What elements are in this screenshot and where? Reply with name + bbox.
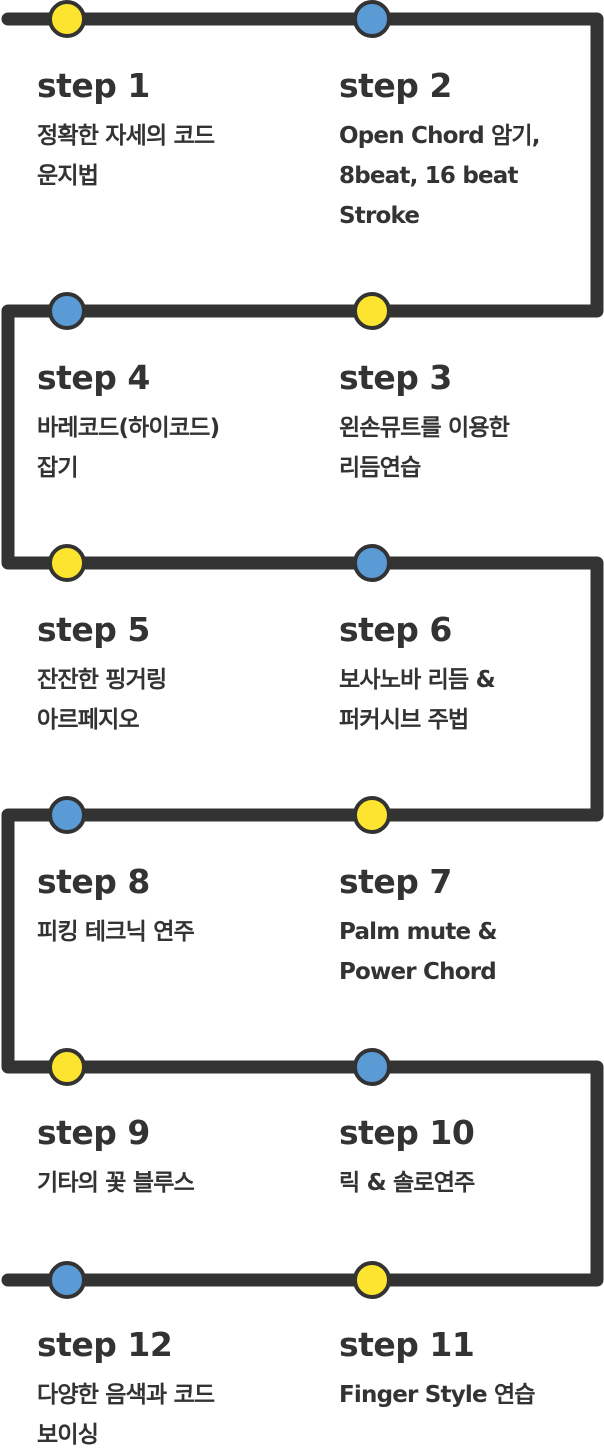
- step-title: step 11: [339, 1325, 475, 1364]
- step-card-6: step 6 보사노바 리듬 & 퍼커시브 주법: [339, 610, 599, 740]
- milestone-dot-6: [353, 544, 391, 582]
- milestone-dot-2: [353, 0, 391, 38]
- step-description: 바레코드(하이코드) 잡기: [37, 415, 220, 481]
- step-title: step 10: [339, 1113, 475, 1152]
- step-title: step 9: [37, 1113, 150, 1152]
- step-description: 정확한 자세의 코드 운지법: [37, 123, 215, 189]
- step-title: step 6: [339, 610, 452, 649]
- roadmap-line: [1, 12, 604, 1287]
- step-title: step 7: [339, 862, 452, 901]
- step-description: 왼손뮤트를 이용한 리듬연습: [339, 415, 510, 481]
- step-description: Palm mute & Power Chord: [339, 919, 498, 985]
- step-card-7: step 7 Palm mute & Power Chord: [339, 862, 599, 992]
- milestone-dot-5: [48, 544, 86, 582]
- step-description: 피킹 테크닉 연주: [37, 919, 195, 945]
- step-card-10: step 10 릭 & 솔로연주: [339, 1113, 599, 1203]
- step-title: step 5: [37, 610, 150, 649]
- step-description: 릭 & 솔로연주: [339, 1170, 475, 1196]
- step-title: step 8: [37, 862, 150, 901]
- step-title: step 4: [37, 358, 150, 397]
- step-card-5: step 5 잔잔한 핑거링 아르페지오: [37, 610, 297, 740]
- step-card-3: step 3 왼손뮤트를 이용한 리듬연습: [339, 358, 599, 488]
- milestone-dot-12: [353, 1261, 391, 1299]
- milestone-dot-8: [353, 796, 391, 834]
- step-description: 잔잔한 핑거링 아르페지오: [37, 667, 167, 733]
- step-card-8: step 8 피킹 테크닉 연주: [37, 862, 297, 952]
- milestone-dot-7: [48, 796, 86, 834]
- step-card-2: step 2 Open Chord 암기, 8beat, 16 beat Str…: [339, 66, 599, 236]
- step-card-11: step 11 Finger Style 연습: [339, 1325, 599, 1415]
- step-card-1: step 1 정확한 자세의 코드 운지법: [37, 66, 297, 196]
- step-title: step 12: [37, 1325, 173, 1364]
- milestone-dot-3: [48, 292, 86, 330]
- step-title: step 3: [339, 358, 452, 397]
- step-card-4: step 4 바레코드(하이코드) 잡기: [37, 358, 297, 488]
- step-description: Finger Style 연습: [339, 1382, 536, 1408]
- step-card-12: step 12 다양한 음색과 코드 보이싱: [37, 1325, 297, 1455]
- step-description: 다양한 음색과 코드 보이싱: [37, 1382, 215, 1448]
- milestone-dot-9: [48, 1048, 86, 1086]
- milestone-dot-1: [48, 0, 86, 38]
- milestone-dot-10: [353, 1048, 391, 1086]
- milestone-dot-4: [353, 292, 391, 330]
- step-description: 보사노바 리듬 & 퍼커시브 주법: [339, 667, 496, 733]
- step-card-9: step 9 기타의 꽃 블루스: [37, 1113, 297, 1203]
- step-title: step 1: [37, 66, 150, 105]
- step-title: step 2: [339, 66, 452, 105]
- step-description: 기타의 꽃 블루스: [37, 1170, 195, 1196]
- milestone-dot-11: [48, 1261, 86, 1299]
- step-description: Open Chord 암기, 8beat, 16 beat Stroke: [339, 123, 541, 229]
